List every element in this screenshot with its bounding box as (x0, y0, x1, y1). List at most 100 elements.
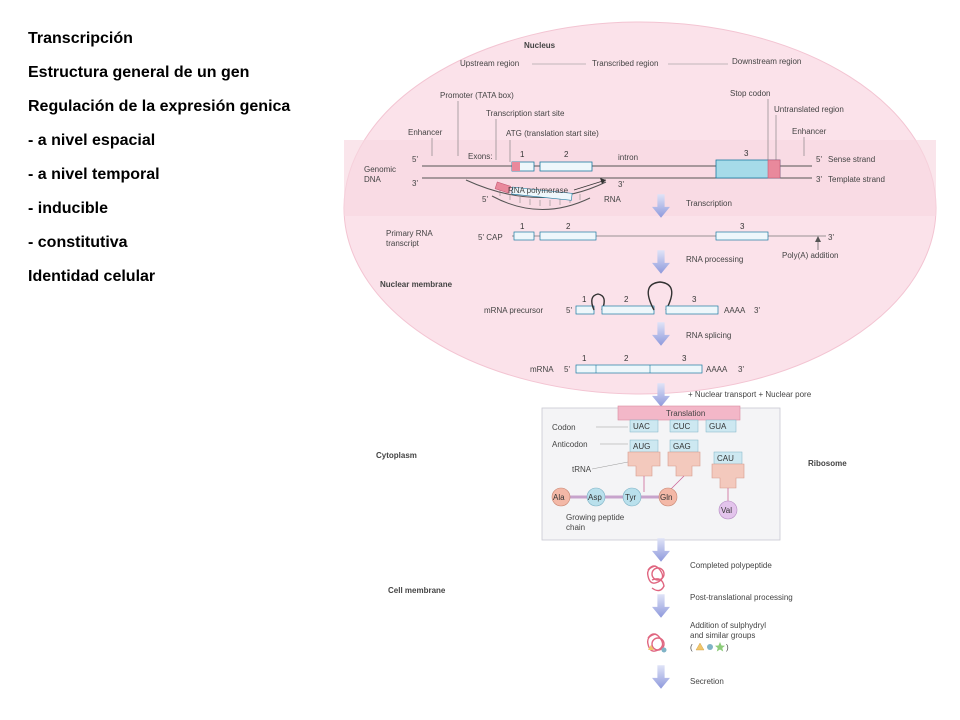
polya-pointer-head (815, 236, 821, 242)
exons-label: Exons: (468, 152, 492, 161)
promoter-label: Promoter (TATA box) (440, 91, 514, 100)
exon-3-number: 3 (744, 149, 749, 158)
exon-2-number: 2 (564, 150, 569, 159)
cap-label: 5' CAP (478, 233, 503, 242)
outline-item-regulation: Regulación de la expresión genica (28, 98, 291, 115)
genomic-dna-label-1: Genomic (364, 165, 396, 174)
translation-label: Translation (666, 409, 705, 418)
outline-item-temporal: - a nivel temporal (28, 166, 160, 183)
svg-text:): ) (726, 643, 729, 652)
aa-asp-label: Asp (588, 493, 602, 502)
transcribed-region-label: Transcribed region (592, 59, 658, 68)
enhancer-left-label: Enhancer (408, 128, 443, 137)
outline-item-transcription: Transcripción (28, 30, 133, 47)
outline-item-constitutive: - constitutiva (28, 234, 128, 251)
addition-label-2: and similar groups (690, 631, 755, 640)
template-strand-label: Template strand (828, 175, 885, 184)
untranslated-label: Untranslated region (774, 105, 844, 114)
codon-group-1: UAC AUG (627, 419, 661, 477)
exon-3-utr (767, 159, 781, 179)
sense-5prime-right-label: 5' (816, 155, 822, 164)
template-3prime-right-label: 3' (816, 175, 822, 184)
primary-transcript-label-1: Primary RNA (386, 229, 433, 238)
completion-arrow (652, 538, 670, 562)
codon-1-text: UAC (633, 422, 650, 431)
rna-splicing-label: RNA splicing (686, 331, 731, 340)
tss-label: Transcription start site (486, 109, 565, 118)
rna-processing-label: RNA processing (686, 255, 743, 264)
completed-polypeptide-shape (646, 565, 665, 592)
outline-item-cell-identity: Identidad celular (28, 268, 156, 285)
template-3prime-label: 3' (412, 179, 418, 188)
outline-item-spatial: - a nivel espacial (28, 132, 156, 149)
growing-chain-label-1: Growing peptide (566, 513, 625, 522)
mrna-strand (575, 364, 703, 374)
slide-outline: Transcripción Estructura general de un g… (28, 28, 348, 300)
amino-acid-ala (551, 487, 571, 507)
anticodon-2-text: GAG (673, 442, 691, 451)
exon-1-utr (512, 162, 520, 171)
ribosome-label: Ribosome (808, 459, 847, 468)
genomic-dna-label-2: DNA (364, 175, 382, 184)
bubble-3prime-label: 3' (618, 180, 624, 189)
trna-leader (591, 461, 629, 470)
precursor-3prime-label: 3' (754, 306, 760, 315)
intron-label: intron (618, 153, 638, 162)
nucleus-label: Nucleus (524, 41, 556, 50)
mrna-polya-label: AAAA (706, 365, 728, 374)
secretion-arrow (652, 665, 670, 689)
modification-symbols: ( ) (690, 642, 729, 652)
rna-label: RNA (604, 195, 622, 204)
mrna-5prime-label: 5' (564, 365, 570, 374)
anticodon-3-text: CAU (717, 454, 734, 463)
mrna-exon-1-number: 1 (582, 354, 587, 363)
addition-label-1: Addition of sulphydryl (690, 621, 766, 630)
codon-2-text: CUC (673, 422, 691, 431)
exon-2-box (539, 161, 593, 172)
anticodon-1-text: AUG (633, 442, 650, 451)
primary-3prime-label: 3' (828, 233, 834, 242)
sense-strand-label: Sense strand (828, 155, 875, 164)
primary-exon-1-number: 1 (520, 222, 525, 231)
exon-1-number: 1 (520, 150, 525, 159)
modified-polypeptide-shape (646, 633, 667, 653)
mrna-exon-3-number: 3 (682, 354, 687, 363)
post-translational-arrow (652, 594, 670, 618)
precursor-exon-1 (575, 305, 595, 315)
polya-addition-label: Poly(A) addition (782, 251, 838, 260)
amino-acid-asp (586, 487, 606, 507)
bubble-5prime-label: 5' (482, 195, 488, 204)
amino-acid-gln (658, 487, 678, 507)
codon-3-text: GUA (709, 422, 727, 431)
precursor-exon-3-number: 3 (692, 295, 697, 304)
post-translational-label: Post-translational processing (690, 593, 793, 602)
mrna-3prime-label: 3' (738, 365, 744, 374)
precursor-5prime-label: 5' (566, 306, 572, 315)
cell-membrane-label: Cell membrane (388, 586, 446, 595)
amino-acid-tyr (622, 487, 642, 507)
outline-item-inducible: - inducible (28, 200, 108, 217)
precursor-exon-2 (601, 305, 655, 315)
transcription-bubble (465, 178, 607, 210)
stop-codon-label: Stop codon (730, 89, 770, 98)
trna-label: tRNA (572, 465, 592, 474)
aa-tyr-label: Tyr (625, 493, 636, 502)
enhancer-right-label: Enhancer (792, 127, 827, 136)
upstream-region-label: Upstream region (460, 59, 519, 68)
outline-item-gene-structure: Estructura general de un gen (28, 64, 250, 81)
precursor-exon-1-number: 1 (582, 295, 587, 304)
primary-exon-2 (539, 231, 597, 241)
cytoplasm-label: Cytoplasm (376, 451, 417, 460)
intron-loop-1 (591, 293, 605, 311)
downstream-region-label: Downstream region (732, 57, 801, 66)
aa-val-label: Val (721, 506, 732, 515)
secretion-label: Secretion (690, 677, 724, 686)
codon-label: Codon (552, 423, 576, 432)
mrna-precursor-label: mRNA precursor (484, 306, 543, 315)
precursor-polya-label: AAAA (724, 306, 746, 315)
aa-gln-label: Gln (660, 493, 672, 502)
mrna-label: mRNA (530, 365, 554, 374)
growing-chain-label-2: chain (566, 523, 585, 532)
primary-transcript-label-2: transcript (386, 239, 420, 248)
completed-polypeptide-label: Completed polypeptide (690, 561, 772, 570)
